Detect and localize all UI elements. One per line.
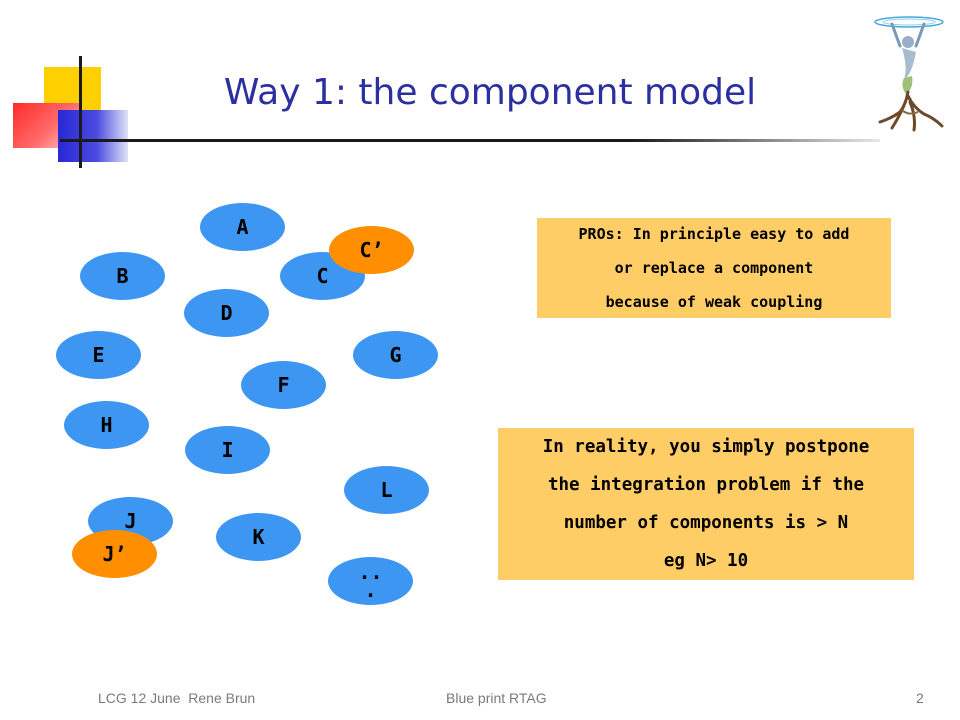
pros-line: because of weak coupling xyxy=(605,293,823,311)
component-i: I xyxy=(185,426,270,474)
component-k: K xyxy=(216,513,301,561)
figure-tree-logo-icon xyxy=(874,16,944,132)
pros-line: or replace a component xyxy=(614,259,814,277)
component-l: L xyxy=(344,466,429,514)
reality-note: In reality, you simply postpone the inte… xyxy=(498,428,914,580)
page-number: 2 xyxy=(916,690,924,706)
component-d: D xyxy=(184,289,269,337)
component-f: F xyxy=(241,361,326,409)
component-more: .. . xyxy=(328,557,413,605)
reality-line: number of components is > N xyxy=(563,513,849,533)
footer-left: LCG 12 June Rene Brun xyxy=(98,690,256,706)
reality-line: the integration problem if the xyxy=(547,475,865,495)
footer-center: Blue print RTAG xyxy=(446,690,547,706)
component-h: H xyxy=(64,401,149,449)
slide-title: Way 1: the component model xyxy=(223,72,757,113)
pros-note: PROs: In principle easy to add or replac… xyxy=(537,218,891,318)
decor-vertical-line xyxy=(79,56,82,168)
component-e: E xyxy=(56,331,141,379)
component-b: B xyxy=(80,252,165,300)
pros-line: PROs: In principle easy to add xyxy=(578,225,850,243)
component-a: A xyxy=(200,203,285,251)
decor-blue-square xyxy=(58,110,128,162)
more-dots-top: .. xyxy=(358,560,383,584)
component-j: J xyxy=(88,497,173,545)
component-g: G xyxy=(353,331,438,379)
component-c-prime: C’ xyxy=(329,226,414,274)
component-j-prime: J’ xyxy=(72,530,157,578)
reality-line: eg N> 10 xyxy=(663,551,749,571)
reality-line: In reality, you simply postpone xyxy=(542,437,870,457)
more-dots-bottom: . xyxy=(364,578,377,602)
title-underline xyxy=(60,139,880,142)
